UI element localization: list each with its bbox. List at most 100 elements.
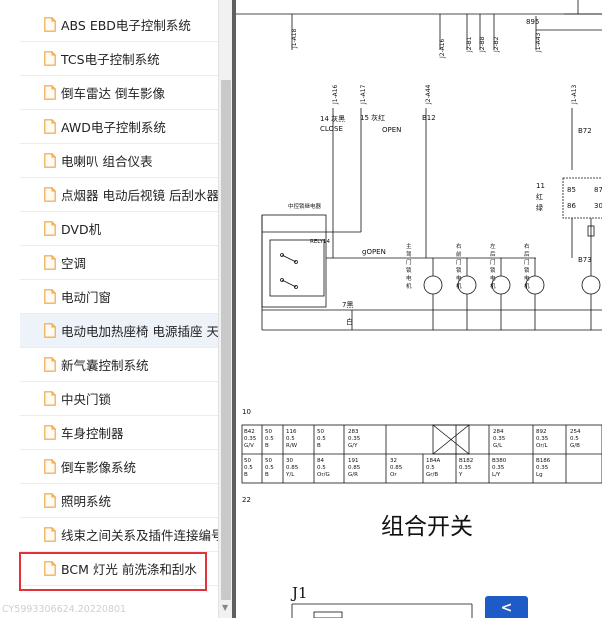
scroll-down-arrow-icon[interactable]: ▼ [222,603,229,612]
section-title: 组合开关 [381,514,473,540]
sidebar-item[interactable]: 倒车影像系统 [20,450,218,484]
table-cell: 0.35 [459,465,472,471]
connector-label: J1-A17 [360,84,367,105]
motor-label-char: 电 [406,274,412,282]
document-icon [44,493,56,508]
table-cell: 50 [317,429,324,435]
table-cell: 50 [265,429,272,435]
document-icon [44,51,56,66]
sidebar-item-label: 电动门窗 [61,290,112,305]
document-icon [44,425,56,440]
table-cell: G/Y [348,443,358,449]
sidebar-item[interactable]: 倒车雷达 倒车影像 [20,76,218,110]
sidebar-item-label: AWD电子控制系统 [61,120,166,135]
sidebar-item[interactable]: 点烟器 电动后视镜 后刮水器 [20,178,218,212]
connector-labels: J1-A18 J2-A16 J2-B1 J2-B8 J2-B2 J1-A43 J… [291,28,578,105]
sidebar-item-label: DVD机 [61,222,102,237]
relay-pin: 30 [594,202,602,210]
table-cell: 0.85 [286,465,299,471]
motor-label-char: 后 [490,250,496,258]
sidebar-item[interactable]: 车身控制器 [20,416,218,450]
table-cell: 191 [348,458,359,464]
motor-label-char: 电 [490,274,496,282]
motor-label-char: 后 [524,250,530,258]
table-cell: Lg [536,472,543,478]
table-cell: B [265,443,269,449]
sidebar-item[interactable]: 中央门锁 [20,382,218,416]
motor-label-char: 前 [456,250,462,258]
table-cell: 84 [317,458,324,464]
table-cell: B [265,472,269,478]
sidebar-item[interactable]: TCS电子控制系统 [20,42,218,76]
sidebar-item[interactable]: DVD机 [20,212,218,246]
sidebar-item[interactable]: 电喇叭 组合仪表 [20,144,218,178]
sidebar-item-label: 新气囊控制系统 [61,358,149,373]
table-cell: 32 [390,458,397,464]
table-cell: R/W [286,443,298,449]
table-cell: 0.35 [244,436,257,442]
relay-pin: 85 [567,186,576,194]
wiring-diagram: J1-A18 J2-A16 J2-B1 J2-B8 J2-B2 J1-A43 J… [236,0,602,618]
relay-label: 中控锁继电器 [288,202,322,210]
relay-id: RELY14 [310,239,330,245]
document-viewer: J1-A18 J2-A16 J2-B1 J2-B8 J2-B2 J1-A43 J… [236,0,602,618]
table-cell: Y [458,472,463,478]
wire-label: 11 [536,182,545,190]
sidebar-item[interactable]: 新气囊控制系统 [20,348,218,382]
connector-label: J1-A43 [535,32,542,53]
wire-label: 白 [346,317,353,326]
table-cell: 0.35 [536,465,549,471]
motor-label-char: 左 [490,242,496,250]
sidebar-item[interactable]: 照明系统 [20,484,218,518]
table-cell: Or/G [317,472,330,478]
sidebar-item-label: 车身控制器 [61,426,124,441]
wire-label: OPEN [382,126,401,134]
motor-label-char: 电 [524,274,530,282]
sidebar-item-label: 空调 [61,256,87,271]
table-cell: 284 [493,429,504,435]
sidebar-scrollbar-thumb[interactable] [221,80,231,600]
wire-label: B73 [578,256,592,264]
table-cell: Or [390,472,397,478]
connector-label: J2-B8 [479,36,486,53]
sidebar-item[interactable]: BCM 灯光 前洗涤和刮水 [20,552,218,586]
document-icon [44,323,56,338]
document-icon [44,187,56,202]
sidebar-item-label: 电动电加热座椅 电源插座 天窗 [61,324,218,339]
pin-table: B420.35G/V500.5B1160.5R/W500.5B2830.35G/… [244,429,581,478]
table-cell: B380 [492,458,507,464]
motor-label-char: 锁 [490,266,496,274]
table-cell: 116 [286,429,297,435]
chapter-list: ABS EBD电子控制系统 TCS电子控制系统倒车雷达 倒车影像 AWD电子控制系统… [20,8,218,586]
sidebar-item[interactable]: AWD电子控制系统 [20,110,218,144]
sidebar-item-label: 线束之间关系及插件连接编号 [61,528,218,543]
table-cell: L/Y [492,472,501,478]
sidebar-item[interactable]: ABS EBD电子控制系统 [20,8,218,42]
sidebar-item[interactable]: 线束之间关系及插件连接编号 [20,518,218,552]
sidebar-item-label: 点烟器 电动后视镜 后刮水器 [61,188,218,203]
table-cell: 0.35 [348,436,361,442]
pane-divider[interactable] [232,0,236,618]
sidebar-item-label: ABS EBD电子控制系统 [61,18,191,33]
table-cell: 0.85 [348,465,361,471]
collapse-sidebar-button[interactable]: < [485,596,528,618]
document-icon [44,459,56,474]
wire-label: B72 [578,127,592,135]
table-cell: 0.35 [493,436,506,442]
table-cell: Or/L [536,443,548,449]
table-cell: 254 [570,429,581,435]
table-cell: 0.5 [317,436,326,442]
watermark-text: CY5993306624.20220801 [2,604,127,615]
connector-label: J1-A13 [571,84,578,105]
sidebar-item[interactable]: 电动电加热座椅 电源插座 天窗 [20,314,218,348]
motor-label-char: 锁 [456,266,462,274]
sidebar-item[interactable]: 空调 [20,246,218,280]
table-cell: B186 [536,458,551,464]
sidebar-item-label: 倒车雷达 倒车影像 [61,86,165,101]
motor-label-char: 机 [456,282,462,290]
wire-label: 895 [526,18,539,26]
sidebar-scrollbar[interactable]: ▼ [218,0,232,618]
sidebar-item[interactable]: 电动门窗 [20,280,218,314]
table-cell: Gr/B [426,472,438,478]
connector-label: J2-A16 [439,38,446,59]
